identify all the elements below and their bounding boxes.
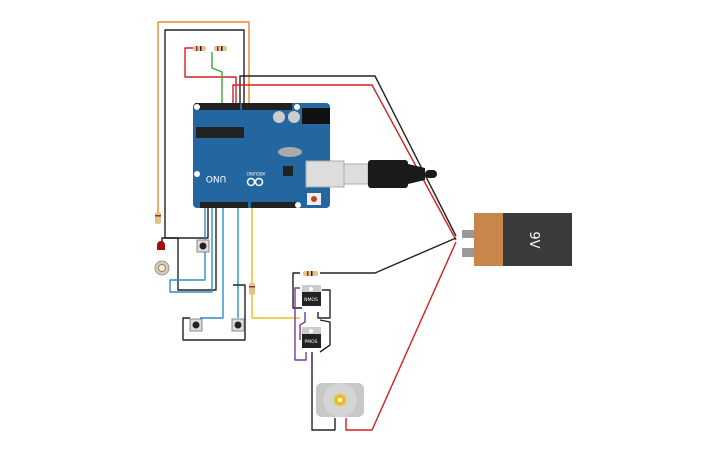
battery-9v[interactable]: 9V	[462, 213, 572, 266]
wire-black-buttons[interactable]	[182, 284, 246, 341]
wire-red-battery[interactable]	[232, 84, 457, 241]
wire-black-trans2[interactable]	[317, 289, 331, 319]
pushbutton[interactable]	[196, 239, 210, 253]
wire-black-motor[interactable]	[311, 352, 336, 431]
wire-purple[interactable]	[294, 287, 307, 361]
resistor[interactable]	[193, 46, 206, 51]
pushbutton[interactable]	[189, 318, 203, 332]
wire-black-pmos[interactable]	[319, 319, 331, 353]
wire-purple-2[interactable]	[299, 312, 306, 340]
wire-green[interactable]	[211, 52, 223, 105]
wire-black-battery[interactable]	[239, 75, 457, 237]
wire-yellow[interactable]	[251, 205, 300, 319]
arduino-uno[interactable]: UNO ARDUINO	[193, 103, 345, 208]
wire-blue-2[interactable]	[200, 205, 224, 319]
dc-motor[interactable]	[316, 383, 364, 417]
wire-black-trans[interactable]	[292, 272, 302, 309]
battery-label: 9V	[526, 231, 541, 248]
wire-blue-1[interactable]	[169, 205, 213, 293]
photoresistor[interactable]	[154, 260, 170, 276]
usb-cable[interactable]	[343, 160, 437, 188]
led[interactable]	[157, 241, 165, 250]
resistor[interactable]	[214, 46, 227, 51]
wires	[157, 21, 457, 431]
pmos-transistor[interactable]: PMOS	[302, 327, 321, 348]
pushbutton[interactable]	[231, 318, 245, 332]
wire-black-resistor[interactable]	[320, 237, 457, 274]
arduino-logo-icon	[246, 177, 264, 187]
wire-orange[interactable]	[157, 21, 250, 214]
nmos-transistor[interactable]: NMOS	[302, 285, 321, 306]
resistor[interactable]	[249, 283, 255, 295]
arduino-model-label: UNO	[206, 173, 226, 183]
resistor[interactable]	[303, 271, 318, 276]
resistor[interactable]	[155, 212, 161, 224]
wire-red-resistor[interactable]	[184, 47, 237, 105]
pmos-label: PMOS	[305, 339, 318, 345]
nmos-label: NMOS	[304, 297, 318, 303]
arduino-brand-label: ARDUINO	[247, 171, 266, 176]
wire-red-motor[interactable]	[345, 241, 457, 431]
